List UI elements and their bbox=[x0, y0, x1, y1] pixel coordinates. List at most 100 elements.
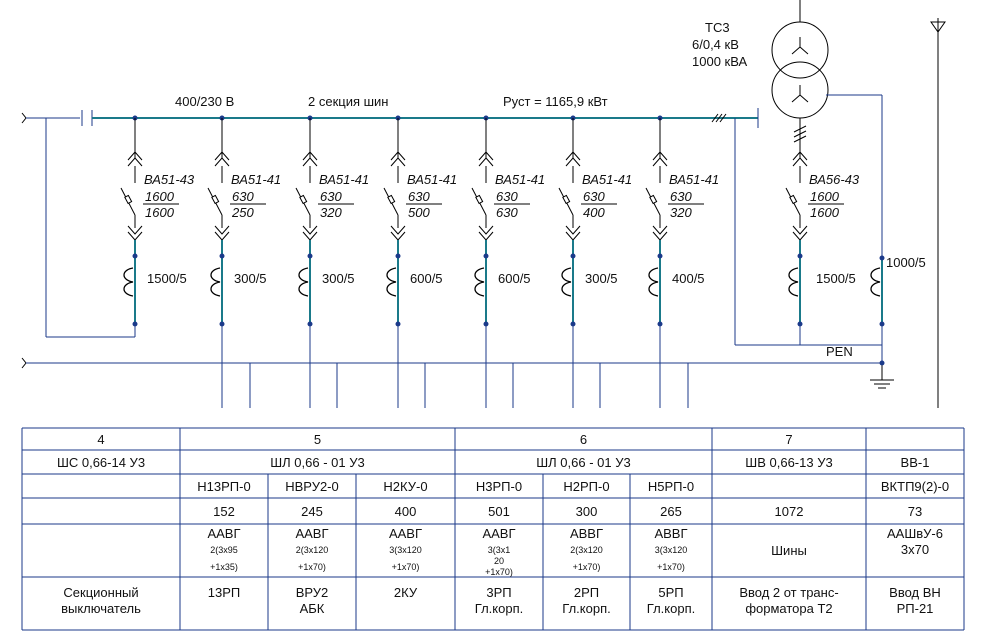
feeder-breaker-type: ВА51-41 bbox=[495, 172, 545, 187]
break-mark-top bbox=[21, 112, 27, 124]
neutral-node bbox=[879, 321, 885, 327]
cell-cable: Шины bbox=[771, 543, 807, 558]
incomer-breaker-ir: 1600 bbox=[810, 205, 840, 220]
cell-cable-spec: 2(3х120 bbox=[570, 545, 603, 555]
feeder-breaker-ir: 630 bbox=[496, 205, 518, 220]
cell-code: Н2КУ-0 bbox=[383, 479, 427, 494]
cell-purpose: выключатель bbox=[61, 601, 141, 616]
cell-current: 265 bbox=[660, 504, 682, 519]
cell-current: 152 bbox=[213, 504, 235, 519]
cell-code: Н5РП-0 bbox=[648, 479, 694, 494]
cell-current: 300 bbox=[576, 504, 598, 519]
star-symbol-lv bbox=[791, 85, 809, 103]
cell-cable-spec: +1х70) bbox=[485, 567, 513, 577]
cell-cable: ААВГ bbox=[389, 526, 422, 541]
cell-cable-spec: 3(3х120 bbox=[655, 545, 688, 555]
cell-purpose: Гл.корп. bbox=[647, 601, 695, 616]
feeder-breaker-ir: 320 bbox=[670, 205, 692, 220]
incomer-breaker-type: ВА56-43 bbox=[809, 172, 860, 187]
feeder-breaker-type: ВА51-41 bbox=[231, 172, 281, 187]
far-right-arrow bbox=[930, 21, 946, 33]
feeder-breaker-in: 630 bbox=[496, 189, 518, 204]
cell-purpose: 5РП bbox=[658, 585, 683, 600]
panel-type: ШВ 0,66-13 У3 bbox=[745, 455, 832, 470]
cell-purpose: РП-21 bbox=[897, 601, 934, 616]
cell-cable-spec: 3х70 bbox=[901, 542, 929, 557]
feeder-breaker-type: ВА51-41 bbox=[407, 172, 457, 187]
feeder-contact-top bbox=[652, 151, 668, 167]
feeder-breaker-ir: 500 bbox=[408, 205, 430, 220]
incomer-ct-ratio: 1500/5 bbox=[816, 271, 856, 286]
cell-cable: ААВГ bbox=[295, 526, 328, 541]
cell-cable-spec: +1х70) bbox=[392, 562, 420, 572]
feeder-contact-top bbox=[565, 151, 581, 167]
feeder-breaker-release bbox=[649, 194, 658, 205]
feeder-ct-coil bbox=[474, 267, 485, 297]
feeder-breaker-in: 630 bbox=[583, 189, 605, 204]
cell-current: 245 bbox=[301, 504, 323, 519]
panel-number: 7 bbox=[785, 432, 792, 447]
feeder-breaker-release bbox=[562, 194, 571, 205]
transformer-power: 1000 кВА bbox=[692, 54, 747, 69]
feeder-breaker-ir: 1600 bbox=[145, 205, 175, 220]
cell-purpose: Гл.корп. bbox=[562, 601, 610, 616]
feeder-breaker-ir: 250 bbox=[231, 205, 254, 220]
feeder-node bbox=[395, 253, 401, 259]
incomer-breaker-release bbox=[789, 194, 798, 205]
cell-cable: АВВГ bbox=[570, 526, 603, 541]
feeder-node bbox=[307, 321, 313, 327]
cell-purpose: АБК bbox=[300, 601, 325, 616]
cell-cable-spec: +1х70) bbox=[657, 562, 685, 572]
cell-purpose: 3РП bbox=[486, 585, 511, 600]
feeder-ct-ratio: 300/5 bbox=[585, 271, 618, 286]
cell-purpose: 13РП bbox=[208, 585, 240, 600]
break-mark-bottom bbox=[21, 357, 27, 369]
feeder-ct-ratio: 600/5 bbox=[498, 271, 531, 286]
feeder-node bbox=[307, 253, 313, 259]
cell-purpose: 2РП bbox=[574, 585, 599, 600]
feeder-node bbox=[570, 253, 576, 259]
feeder-ct-coil bbox=[561, 267, 572, 297]
cell-current: 1072 bbox=[775, 504, 804, 519]
pen-label: PEN bbox=[826, 344, 853, 359]
feeder-contact-bottom bbox=[390, 225, 406, 241]
feeder-ct-coil bbox=[386, 267, 397, 297]
neutral-ct-coil bbox=[870, 267, 881, 297]
star-symbol-hv bbox=[791, 37, 809, 55]
incomer-ct-coil bbox=[788, 267, 799, 297]
neutral-node bbox=[879, 360, 885, 366]
feeder-breaker-type: ВА51-41 bbox=[319, 172, 369, 187]
feeder-contact-top bbox=[127, 151, 143, 167]
cell-cable-spec: +1х70) bbox=[298, 562, 326, 572]
bus-section-label: 2 секция шин bbox=[308, 94, 389, 109]
feeder-breaker-release bbox=[299, 194, 308, 205]
incomer-breaker-in: 1600 bbox=[810, 189, 840, 204]
cell-purpose: Ввод ВН bbox=[889, 585, 941, 600]
panel-type: ВВ-1 bbox=[901, 455, 930, 470]
bus-voltage-label: 400/230 В bbox=[175, 94, 234, 109]
feeder-node bbox=[570, 321, 576, 327]
cell-cable-spec: 3(3х120 bbox=[389, 545, 422, 555]
feeder-node bbox=[657, 253, 663, 259]
feeder-node bbox=[132, 253, 138, 259]
feeder-breaker-release bbox=[211, 194, 220, 205]
cell-code: Н13РП-0 bbox=[197, 479, 250, 494]
panel-type: ШЛ 0,66 - 01 У3 bbox=[270, 455, 364, 470]
cell-code: Н2РП-0 bbox=[563, 479, 609, 494]
feeder-ct-coil bbox=[210, 267, 221, 297]
incomer-contact-bottom bbox=[792, 225, 808, 241]
neutral-ct-ratio: 1000/5 bbox=[886, 255, 926, 270]
feeder-node bbox=[132, 321, 138, 327]
